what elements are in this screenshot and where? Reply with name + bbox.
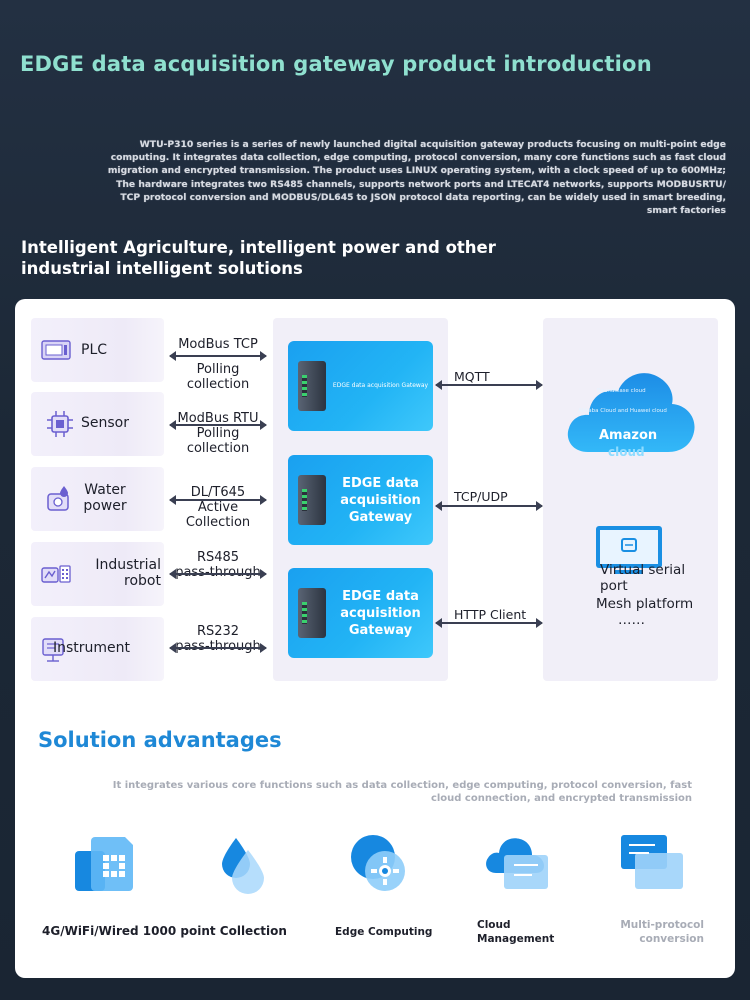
platform-line: port (600, 578, 628, 594)
device-label: Instrument (53, 640, 131, 656)
gateway-card-2: EDGE data acquisition Gateway (288, 455, 433, 545)
arrow-mqtt (435, 380, 543, 390)
cloud-provider-1: Roundlease cloud (597, 388, 646, 394)
cloud-provider-amazon: Amazon (599, 428, 658, 443)
protocol-line: collection (186, 441, 250, 456)
feature-label-multi-protocol: Multi-protocol conversion (620, 919, 704, 945)
robot-icon (41, 565, 71, 583)
protocol-label-instrument: RS232 pass-through (166, 624, 270, 654)
feature-label-cloud-management: Cloud Management (477, 919, 555, 945)
device-label: Sensor (81, 415, 129, 431)
protocol-line: Polling (196, 426, 240, 441)
device-card-sensor: Sensor (31, 392, 164, 456)
instrument-icon (42, 638, 64, 662)
feature-label-edge-computing: Edge Computing (335, 926, 433, 938)
device-card-instrument: Instrument (31, 617, 164, 681)
arrow-instrument (169, 643, 267, 653)
device-label: PLC (81, 342, 108, 358)
arrow-plc (169, 351, 267, 361)
cloud-management-icon (486, 838, 548, 889)
device-card-plc: PLC (31, 318, 164, 382)
water-meter-icon (47, 486, 69, 511)
protocol-line: collection (186, 377, 250, 392)
water-drop-icon (222, 838, 264, 894)
protocol-line: Polling (196, 362, 240, 377)
advantages-title: Solution advantages (38, 728, 282, 752)
arrow-tcp-udp (435, 501, 543, 511)
protocol-line: Collection (185, 515, 251, 530)
platform-line: Mesh platform (596, 596, 694, 612)
device-card-industrial-robot: Industrial robot (31, 542, 164, 606)
cloud-icon (567, 373, 695, 452)
sim-card-icon (75, 837, 133, 891)
protocol-line: pass-through (166, 639, 270, 654)
platform-text: Virtual serial port Mesh platform …… (596, 562, 693, 628)
gateway-card-1: EDGE data acquisition Gateway (288, 341, 433, 431)
device-label: Industrial robot (95, 557, 161, 589)
page-title: EDGE data acquisition gateway product in… (20, 52, 652, 76)
protocol-line: pass-through (166, 565, 270, 580)
arrow-http-client (435, 618, 543, 628)
gateway-device-icon (298, 475, 326, 525)
protocol-label-sensor: ModBus RTU Polling collection (166, 411, 270, 456)
device-label: Water power (83, 482, 127, 514)
gateway-device-icon (298, 361, 326, 411)
multi-protocol-icon (621, 835, 683, 889)
gateway-device-icon (298, 588, 326, 638)
cloud-provider-cloud: cloud (608, 445, 645, 459)
protocol-line: RS485 (196, 550, 240, 565)
protocol-line: ModBus TCP (178, 337, 258, 352)
arrow-robot (169, 569, 267, 579)
protocol-label-robot: RS485 pass-through (166, 550, 270, 580)
plc-icon (41, 340, 71, 360)
cloud-provider-2: Alibaba Cloud and Huawei cloud (578, 408, 667, 414)
protocol-label-water-power: DL/T645 Active Collection (166, 485, 270, 530)
gateway-label: EDGE data acquisition Gateway (340, 588, 421, 638)
advantages-description: It integrates various core functions suc… (112, 780, 692, 804)
monitor-icon (596, 526, 662, 574)
arrow-sensor (169, 420, 267, 430)
protocol-line: Active (197, 500, 239, 515)
protocol-line: ModBus RTU (177, 411, 259, 426)
link-label-http-client: HTTP Client (454, 607, 527, 622)
link-label-tcp-udp: TCP/UDP (454, 489, 508, 504)
platform-line: …… (618, 612, 645, 628)
feature-label-collection: 4G/WiFi/Wired 1000 point Collection (42, 924, 287, 938)
protocol-line: RS232 (196, 624, 240, 639)
gateway-card-3: EDGE data acquisition Gateway (288, 568, 433, 658)
intro-paragraph: WTU-P310 series is a series of newly lau… (107, 139, 726, 217)
platform-line: Virtual serial (600, 562, 686, 578)
gateway-label: EDGE data acquisition Gateway (340, 475, 421, 525)
gateway-label: EDGE data acquisition Gateway (332, 382, 429, 389)
protocol-line: DL/T645 (190, 485, 246, 500)
solutions-subtitle: Intelligent Agriculture, intelligent pow… (21, 238, 496, 278)
link-label-mqtt: MQTT (454, 369, 490, 384)
protocol-label-plc: ModBus TCP Polling collection (166, 337, 270, 392)
device-card-water-power: Water power (31, 467, 164, 531)
sensor-chip-icon (47, 411, 73, 437)
edge-computing-icon (351, 835, 405, 891)
arrow-water-power (169, 495, 267, 505)
